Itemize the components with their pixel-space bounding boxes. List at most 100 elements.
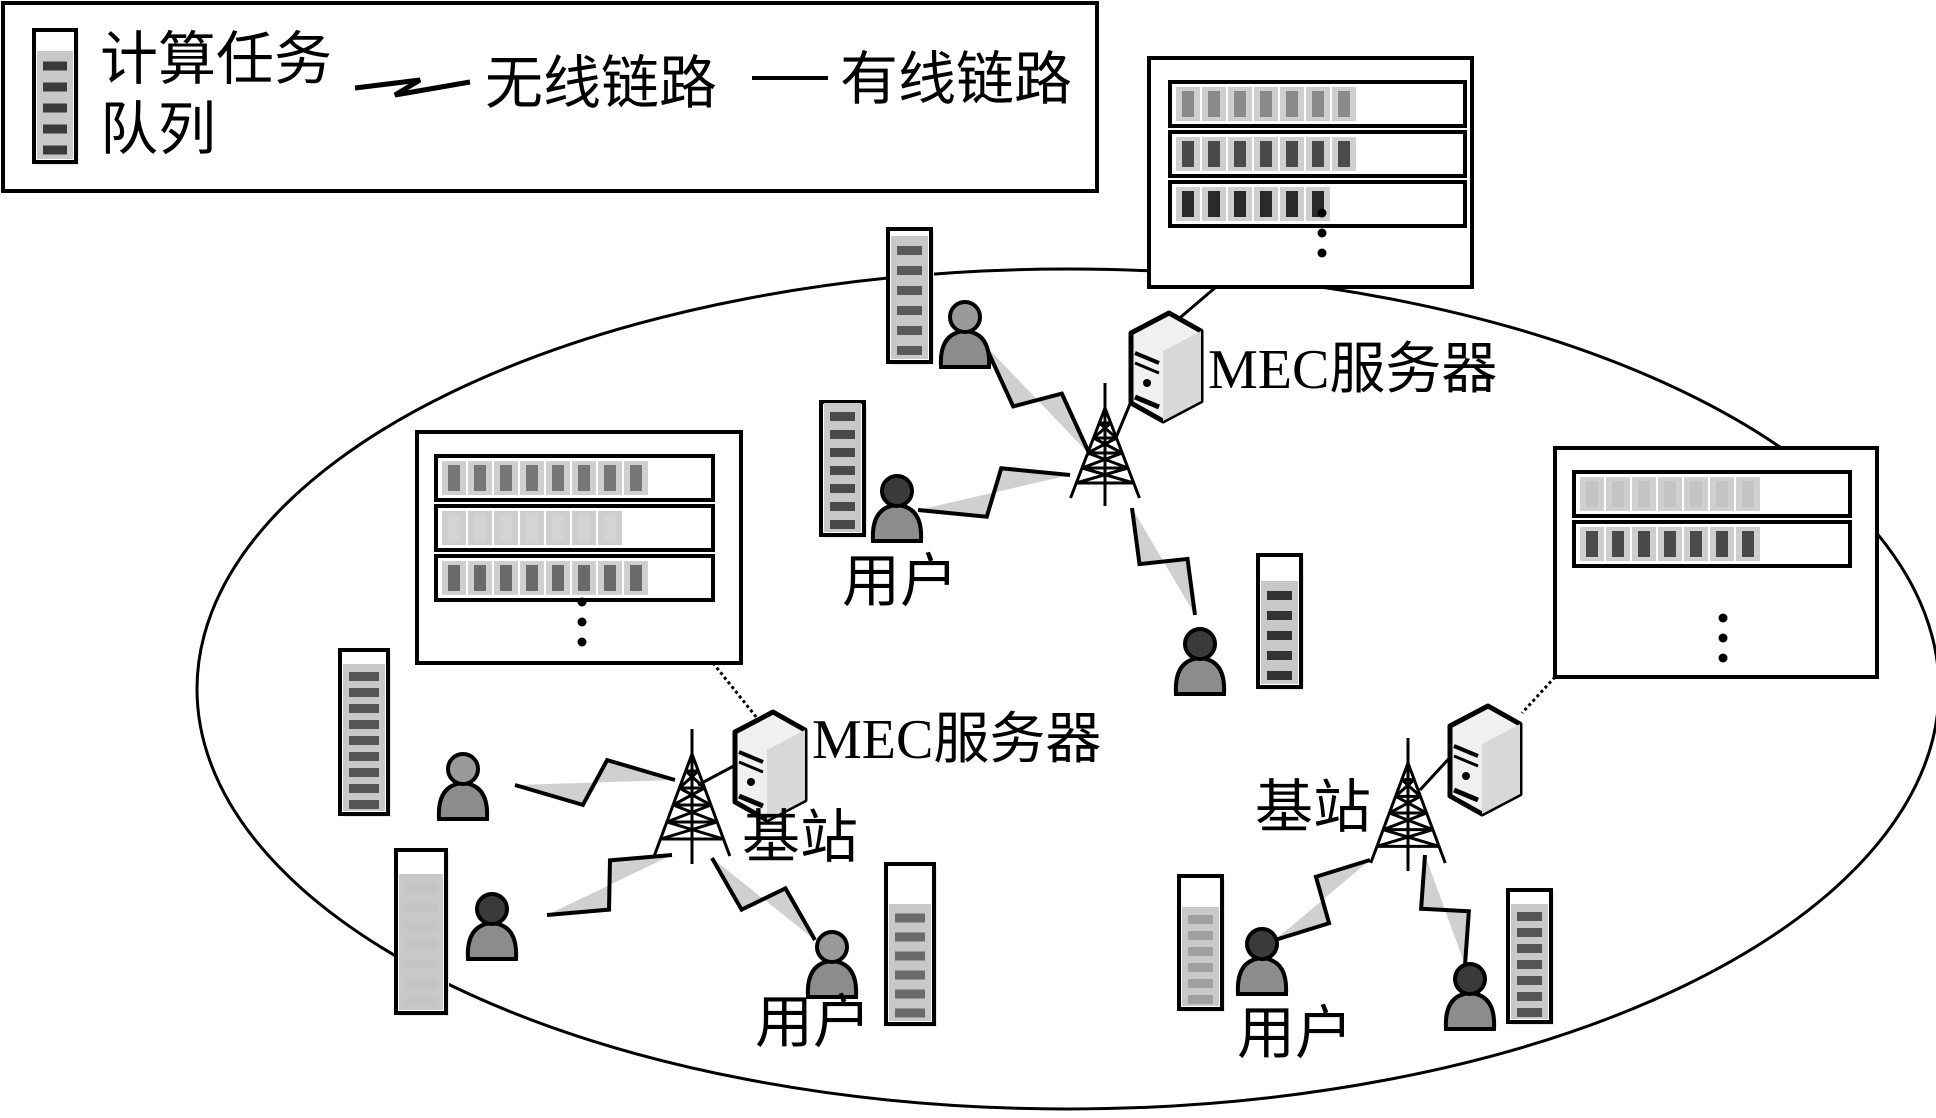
- task-block: [1586, 531, 1598, 557]
- task-bar: [1188, 963, 1213, 972]
- diag-brace: [1075, 466, 1129, 485]
- task-block: [526, 565, 538, 591]
- diag-brace: [1087, 451, 1129, 470]
- user-body: [1173, 655, 1227, 696]
- diag-brace: [672, 803, 718, 824]
- user-queue-left-3: [884, 862, 937, 1027]
- task-bar: [830, 448, 855, 457]
- task-bar: [1188, 931, 1213, 940]
- task-bar: [830, 430, 855, 439]
- task-block: [1664, 531, 1676, 557]
- task-block: [1612, 481, 1624, 507]
- diag-brace: [678, 769, 700, 790]
- task-bar: [405, 959, 437, 969]
- task-bar: [1188, 979, 1213, 988]
- drive-slot: [1453, 744, 1479, 758]
- task-block: [526, 515, 538, 541]
- wireless-link-bolt: [546, 853, 673, 917]
- task-bar: [1517, 992, 1542, 1001]
- task-bar: [897, 246, 922, 255]
- task-block: [1664, 481, 1676, 507]
- user-body: [465, 920, 519, 961]
- task-bar: [349, 704, 379, 713]
- task-bar: [1267, 671, 1292, 680]
- task-block: [1234, 191, 1246, 217]
- task-bar: [405, 940, 437, 950]
- task-block: [474, 465, 486, 491]
- dotted-link-left: [711, 662, 759, 719]
- task-block: [1742, 481, 1754, 507]
- diag-brace: [1388, 795, 1422, 815]
- task-block: [578, 565, 590, 591]
- mec-server-right: [1447, 703, 1523, 817]
- power-button: [747, 778, 755, 786]
- user-right-2: [1443, 962, 1497, 1031]
- task-bar: [43, 103, 67, 113]
- task-block: [1182, 191, 1194, 217]
- user-body: [1235, 955, 1289, 996]
- wireless-link-left-2: [546, 853, 673, 917]
- task-block: [1338, 91, 1350, 117]
- task-bar: [1517, 944, 1542, 953]
- diag-brace: [666, 803, 712, 824]
- task-bar: [405, 997, 437, 1007]
- user-left-1: [436, 752, 490, 821]
- task-bar: [1188, 915, 1213, 924]
- ellipsis-dot: [577, 637, 587, 647]
- diag-brace: [1376, 828, 1434, 848]
- user-body: [436, 780, 490, 821]
- task-block: [1690, 531, 1702, 557]
- task-bar: [405, 883, 437, 893]
- task-block: [1286, 141, 1298, 167]
- legend-box: [1, 1, 1099, 193]
- task-block: [1286, 91, 1298, 117]
- task-bar: [349, 768, 379, 777]
- task-block: [448, 515, 460, 541]
- task-block: [448, 565, 460, 591]
- legend-queue-icon: [32, 28, 79, 165]
- ellipsis-dot: [577, 597, 587, 607]
- vent: [1134, 394, 1160, 410]
- ellipsis-dot: [1718, 633, 1728, 643]
- task-bar: [1517, 976, 1542, 985]
- wireless-link-bolt: [917, 466, 1071, 519]
- task-bar: [830, 502, 855, 511]
- user-head: [1453, 962, 1487, 996]
- task-bar: [895, 989, 925, 999]
- task-bar: [349, 800, 379, 809]
- coverage-area: [195, 267, 1936, 1111]
- task-block: [1638, 531, 1650, 557]
- wireless-link-right-2: [1418, 854, 1472, 966]
- wireless-link-bolt: [1418, 854, 1472, 966]
- task-block: [552, 565, 564, 591]
- server-queue: [434, 504, 715, 552]
- server-queue: [434, 454, 715, 502]
- task-block: [604, 465, 616, 491]
- task-bar: [897, 346, 922, 355]
- task-bar: [405, 902, 437, 912]
- task-block: [1638, 481, 1650, 507]
- task-block: [604, 515, 616, 541]
- task-block: [1338, 141, 1350, 167]
- task-bar: [895, 970, 925, 980]
- server-side: [1482, 724, 1520, 814]
- server-queue: [1572, 520, 1852, 568]
- task-bar: [1517, 928, 1542, 937]
- legend-queue-label-1: 计算任务: [100, 25, 333, 93]
- ellipsis-dot: [1317, 228, 1327, 238]
- task-block: [1716, 481, 1728, 507]
- task-block: [1260, 141, 1272, 167]
- task-bar: [405, 978, 437, 988]
- user-left-2: [465, 892, 519, 961]
- diag-brace: [660, 820, 718, 841]
- task-bar: [1267, 651, 1292, 660]
- task-bar: [1267, 611, 1292, 620]
- user-queue-left-2: [394, 848, 449, 1016]
- task-block: [1208, 141, 1220, 167]
- base-station-tower-right: [1369, 738, 1447, 871]
- task-block: [1208, 191, 1220, 217]
- ellipsis-dot: [1317, 208, 1327, 218]
- user-top-1: [938, 300, 992, 369]
- task-bar: [897, 286, 922, 295]
- task-bar: [349, 672, 379, 681]
